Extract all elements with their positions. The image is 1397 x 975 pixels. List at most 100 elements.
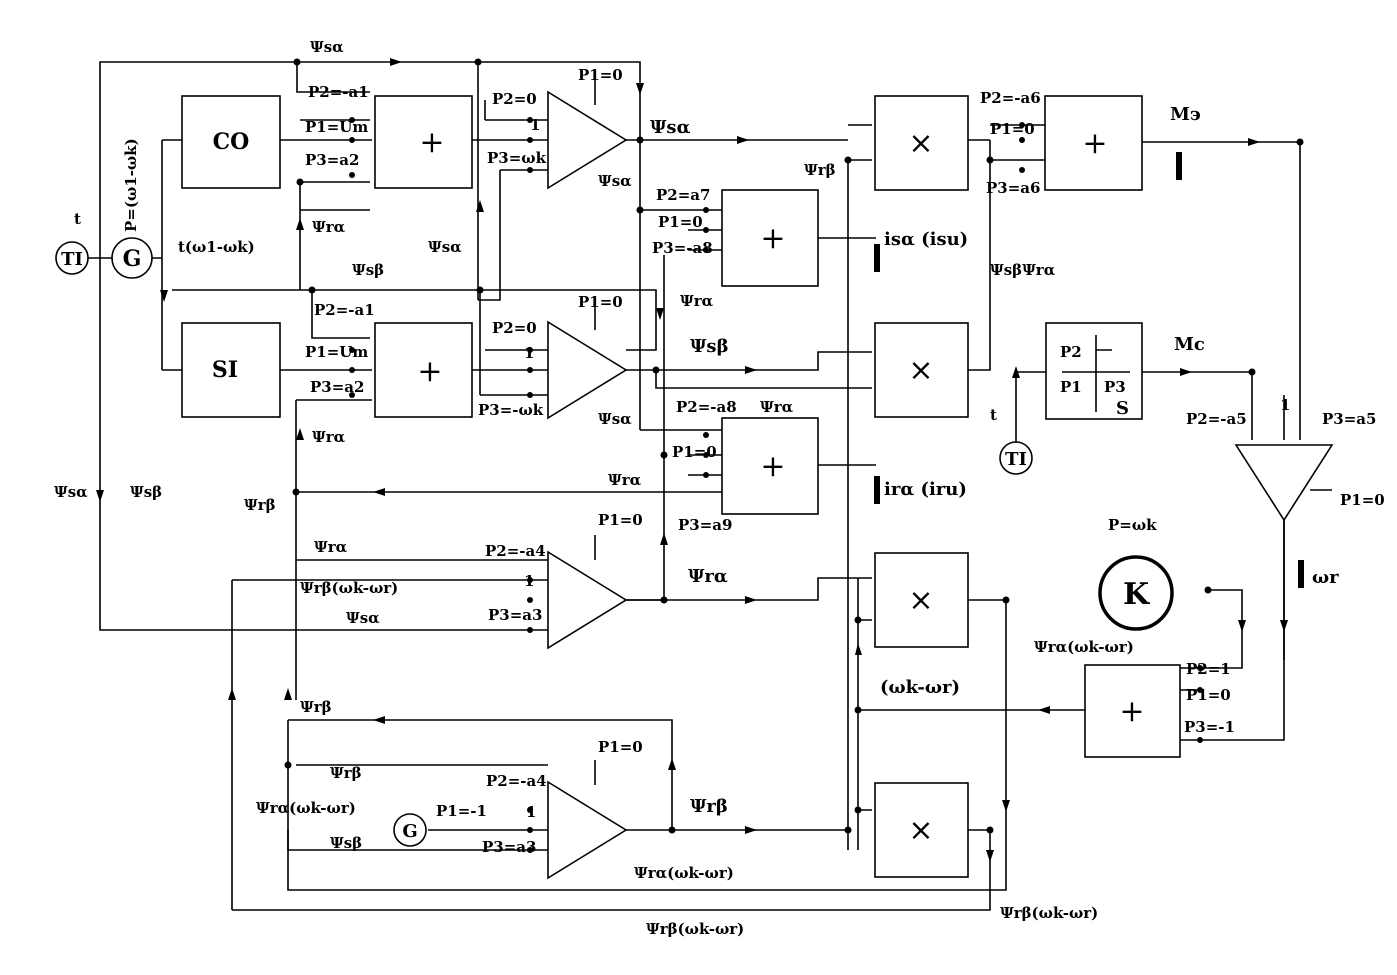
psi-ra-label: Ψrα — [312, 218, 346, 236]
psi-rb-label: Ψrβ — [300, 698, 332, 716]
p3-a2-label: P3=a2 — [310, 378, 364, 396]
k-constant: K — [1098, 555, 1174, 631]
psi-rb-wk-label: Ψrβ(ωk-ωr) — [300, 579, 398, 597]
co-label: CO — [213, 129, 250, 155]
p1-zero-label: P1=0 — [672, 443, 717, 461]
gain-one: 1 — [526, 803, 536, 821]
p3-wk-label: P3=-ωk — [478, 401, 544, 419]
generator-bottom: G — [393, 813, 427, 847]
p2-a7-label: P2=a7 — [656, 186, 710, 204]
psi-ra-output: Ψrα — [688, 566, 728, 587]
psi-rb-label: Ψrβ — [330, 764, 362, 782]
signal-markers — [874, 152, 1304, 588]
signal-labels: t P=(ω1-ωk) t(ω1-ωk) Ψsα P2=-a1 P1=Um P3… — [54, 38, 1385, 938]
time-omega-label: t(ω1-ωk) — [178, 238, 255, 256]
gain-one: 1 — [524, 344, 534, 362]
p2-a4-label: P2=-a4 — [486, 772, 547, 790]
p1-um-label: P1=Um — [305, 118, 368, 136]
multiplier-4: × — [874, 782, 969, 878]
psi-ra-label: Ψrα — [314, 538, 348, 556]
psi-ra-label: Ψrα — [312, 428, 346, 446]
torque-output: Mэ — [1170, 104, 1201, 125]
generator-parameter: P=(ω1-ωk) — [122, 138, 140, 232]
multiplier-3: × — [874, 552, 969, 648]
multiplier-1: × — [874, 95, 969, 191]
generator-top: G — [111, 237, 153, 279]
g-label: G — [123, 246, 142, 272]
times-symbol: × — [908, 813, 933, 848]
integrator-omega: 1 — [1234, 396, 1334, 522]
p2-a6-label: P2=-a6 — [980, 89, 1041, 107]
si-block: SI — [181, 322, 281, 418]
p3-a5-label: P3=a5 — [1322, 410, 1376, 428]
k-label: K — [1123, 577, 1150, 612]
p1-zero-label: P1=0 — [658, 213, 703, 231]
p3-a9-label: P3=a9 — [678, 516, 732, 534]
integrator-psi-rb: 1 — [526, 780, 628, 880]
p3-label: P3 — [1104, 378, 1126, 396]
s-label: S — [1116, 398, 1129, 419]
p3-a3-label: P3=a3 — [482, 838, 536, 856]
psi-sb-label: Ψsβ — [352, 261, 384, 279]
p2-a8-label: P2=-a8 — [676, 398, 737, 416]
omega-r-output: ωr — [1312, 567, 1339, 588]
integrator-psi-ra: 1 — [524, 550, 628, 650]
plus-symbol: + — [417, 354, 442, 389]
p1-um-label: P1=Um — [305, 343, 368, 361]
ira-output: irα (iru) — [884, 479, 967, 500]
summer-psi-sb: + — [374, 322, 473, 418]
psi-ra-label: Ψrα — [680, 292, 714, 310]
p3-a3-label: P3=a3 — [488, 606, 542, 624]
summer-torque: + — [1044, 95, 1143, 191]
p2-one-label: P2=1 — [1186, 660, 1231, 678]
g-label: G — [402, 821, 417, 842]
p2-zero-label: P2=0 — [492, 319, 537, 337]
p2-a4-label: P2=-a4 — [485, 542, 546, 560]
p2-zero-label: P2=0 — [492, 90, 537, 108]
t-label: t — [990, 406, 997, 424]
integrator-psi-sa: 1 — [530, 90, 628, 190]
multiplier-2: × — [874, 322, 969, 418]
plus-symbol: + — [1119, 694, 1144, 729]
times-symbol: × — [908, 353, 933, 388]
psi-rb-wk-label: Ψrβ(ωk-ωr) — [646, 920, 744, 938]
isa-output: isα (isu) — [884, 229, 968, 250]
co-block: CO — [181, 95, 281, 189]
psi-sb-label: Ψsβ — [330, 834, 362, 852]
gain-one: 1 — [524, 572, 534, 590]
p3-a6-label: P3=a6 — [986, 179, 1040, 197]
p1-minus-one-label: P1=-1 — [436, 802, 487, 820]
summer-ira: + — [721, 417, 819, 515]
psi-sa-label: Ψsα — [346, 609, 380, 627]
p1-zero-label: P1=0 — [598, 511, 643, 529]
psi-rb-left: Ψrβ — [244, 496, 276, 514]
step-block: P2 P1 P3 S — [1045, 322, 1143, 420]
ti-label: TI — [61, 249, 83, 270]
psi-sa-label: Ψsα — [598, 410, 632, 428]
p2-label: P2 — [1060, 343, 1082, 361]
p3-a2-label: P3=a2 — [305, 151, 359, 169]
summer-isa: + — [721, 189, 819, 287]
plus-symbol: + — [760, 449, 785, 484]
plus-symbol: + — [419, 125, 444, 160]
plus-symbol: + — [1082, 126, 1107, 161]
psi-sa-label: Ψsα — [598, 172, 632, 190]
ti-source-right: TI — [999, 441, 1033, 475]
gain-one: 1 — [1280, 396, 1290, 414]
psi-sb-left: Ψsβ — [130, 483, 162, 501]
psi-sa-output: Ψsα — [650, 117, 691, 138]
junction-dots — [284, 58, 1304, 853]
psi-sa-label: Ψsα — [428, 238, 462, 256]
psi-ra-wk-label: Ψrα(ωk-ωr) — [1034, 638, 1134, 656]
psi-sa-left: Ψsα — [54, 483, 88, 501]
psi-product-label: ΨsβΨrα — [990, 261, 1056, 279]
p1-zero-label: P1=0 — [990, 120, 1035, 138]
p1-label: P1 — [1060, 378, 1082, 396]
times-symbol: × — [908, 126, 933, 161]
p3-wk-label: P3=ωk — [487, 149, 547, 167]
p2-a5-label: P2=-a5 — [1186, 410, 1247, 428]
p3-minus-one-label: P3=-1 — [1184, 718, 1235, 736]
psi-ra-label: Ψrα — [608, 471, 642, 489]
p1-zero-label: P1=0 — [598, 738, 643, 756]
